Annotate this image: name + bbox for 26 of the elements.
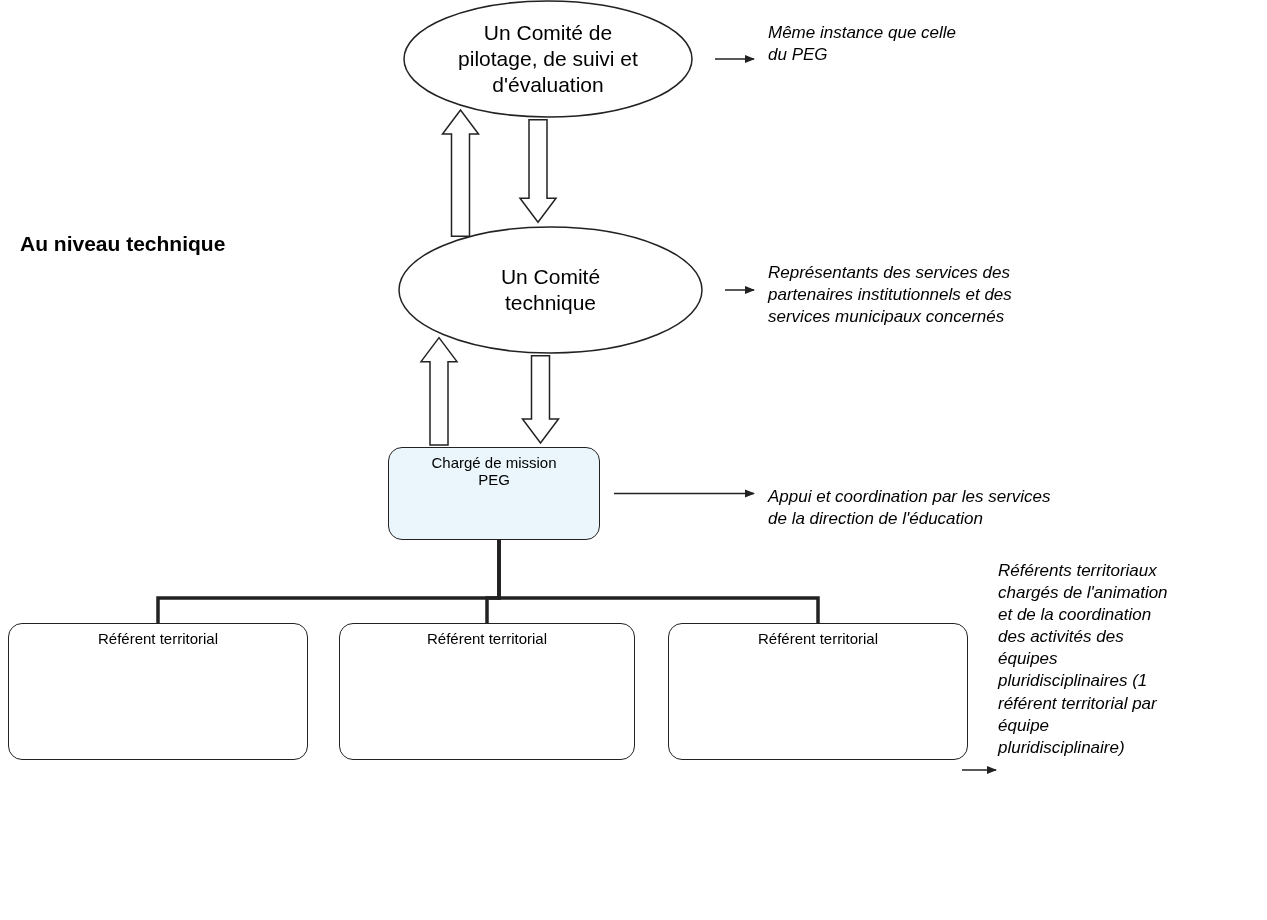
rounded-box (668, 623, 968, 760)
block-arrow (521, 355, 560, 445)
ellipse-node (398, 226, 703, 354)
arrow (961, 765, 998, 775)
arrow (613, 489, 756, 498)
rounded-box (388, 447, 600, 540)
node-label: Référent territorial (96, 630, 219, 647)
note-text: Appui et coordination par les services de la direction de l'éducation (768, 486, 1068, 531)
section-heading: Au niveau technique (20, 232, 226, 256)
ellipse-node (403, 0, 693, 118)
connector-line (497, 540, 820, 623)
block-arrow (441, 108, 480, 238)
rounded-box (339, 623, 635, 760)
rounded-box (8, 623, 308, 760)
arrow (714, 54, 756, 64)
block-arrow (419, 336, 459, 446)
node-label: Référent territorial (425, 630, 548, 647)
arrow (724, 285, 756, 295)
node-label: Un Comité technique (499, 263, 602, 316)
block-arrow (518, 119, 558, 224)
node-label: Référent territorial (756, 630, 879, 647)
note-text: Référents territoriaux chargés de l'animation et de la coordination des activités des équipes pluridisciplinaires (1 référent territorial par équipe pluridisciplinaire) (998, 560, 1178, 895)
note-text: Même instance que celle du PEG (768, 22, 973, 67)
node-label: Un Comité de pilotage, de suivi et d'évaluation (457, 19, 639, 99)
note-text: Représentants des services des partenaires institutionnels et des services municipaux concernés (768, 262, 1058, 329)
node-label: Chargé de mission PEG (430, 454, 558, 488)
